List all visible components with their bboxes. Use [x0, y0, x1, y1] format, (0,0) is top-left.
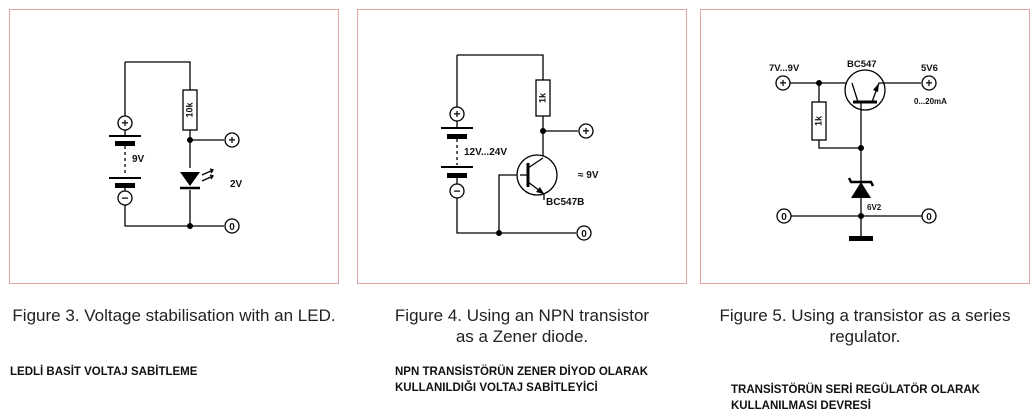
battery-plate-short	[115, 183, 135, 188]
figure-5-schematic: 7V...9V BC547 5V6 0...20mA + 1k + 6V2	[769, 59, 947, 241]
figure-3-panel: 10k + − 9V 2V + 0	[9, 9, 339, 284]
zener-diode-icon	[851, 182, 871, 198]
figure-5-note: TRANSİSTÖRÜN SERİ REGÜLATÖR OLARAK KULLA…	[731, 382, 980, 414]
ground-terminal-label: 0	[581, 229, 587, 240]
zener-label: 6V2	[867, 203, 882, 212]
figure-4-caption-line: Figure 4. Using an NPN transistor	[394, 306, 650, 325]
junction-dot	[187, 137, 193, 143]
figure-3-note: LEDLİ BASİT VOLTAJ SABİTLEME	[10, 366, 198, 378]
figure-4-note: NPN TRANSİSTÖRÜN ZENER DİYOD OLARAK KULL…	[395, 364, 648, 396]
battery-voltage-label: 9V	[132, 154, 145, 165]
battery-minus-sign: −	[121, 191, 128, 205]
figure-4-panel: 1k + − 12V...24V BC547B ≈ 9V + 0	[357, 9, 687, 284]
output-voltage-label: ≈ 9V	[578, 170, 599, 181]
input-plus-sign: +	[779, 76, 786, 90]
figure-5-caption: Figure 5. Using a transistor as a series…	[700, 305, 1030, 347]
led-light-arrows-icon	[201, 168, 215, 182]
output-ground-label: 0	[926, 212, 932, 223]
input-ground-label: 0	[781, 212, 787, 223]
chassis-plate	[849, 236, 873, 241]
resistor-label: 10k	[184, 102, 194, 118]
battery-plus-sign: +	[453, 107, 460, 121]
output-plus-terminal-icon	[578, 123, 594, 139]
junction-dot	[858, 213, 864, 219]
junction-dot	[816, 80, 822, 86]
battery-minus-sign: −	[453, 184, 460, 198]
emitter-arrow-icon	[536, 187, 544, 194]
figure-4-schematic: 1k + − 12V...24V BC547B ≈ 9V + 0	[441, 54, 599, 241]
battery-plate-short	[447, 173, 467, 178]
transistor-collector-lead	[527, 157, 544, 169]
output-voltage-label: 5V6	[921, 63, 938, 74]
battery-plus-sign: +	[121, 116, 128, 130]
current-label: 0...20mA	[914, 97, 947, 106]
figure-3-schematic: 10k + − 9V 2V + 0	[109, 61, 243, 234]
bottom-wire	[456, 198, 576, 234]
figure-3-caption: Figure 3. Voltage stabilisation with an …	[12, 306, 336, 325]
figure-4-note-line: KULLANILDIĞI VOLTAJ SABİTLEYİCİ	[395, 382, 598, 394]
ground-terminal-label: 0	[229, 222, 235, 233]
figure-5-caption-line: Figure 5. Using a transistor as a series	[719, 306, 1011, 325]
figure-4-caption: Figure 4. Using an NPN transistor as a Z…	[357, 305, 687, 347]
junction-dot	[496, 230, 502, 236]
resistor-label: 1k	[813, 115, 823, 126]
figure-5-note-line: TRANSİSTÖRÜN SERİ REGÜLATÖR OLARAK	[731, 384, 980, 396]
resistor-1k	[535, 79, 551, 117]
output-plus-sign: +	[582, 124, 589, 138]
battery-minus-icon	[449, 183, 465, 199]
figure-5-note-line: KULLANILMASI DEVRESİ	[731, 400, 871, 412]
junction-dot	[187, 223, 193, 229]
ground-terminal-icon	[576, 225, 592, 241]
output-plus-sign: +	[228, 133, 235, 147]
input-ground-terminal-icon	[776, 208, 792, 224]
led-voltage-label: 2V	[230, 179, 243, 190]
junction-dot	[540, 128, 546, 134]
transistor-label: BC547	[847, 59, 877, 70]
top-wire	[457, 54, 544, 80]
battery-minus-icon	[117, 190, 133, 206]
npn-transistor-icon	[844, 69, 886, 111]
top-wire	[125, 61, 191, 90]
figure-4-caption-line: as a Zener diode.	[455, 327, 589, 346]
figure-5-panel: 7V...9V BC547 5V6 0...20mA + 1k + 6V2	[700, 9, 1030, 284]
bottom-wire	[124, 205, 224, 227]
resistor-bottom-wire	[818, 140, 861, 149]
battery-plate-short	[447, 134, 467, 139]
output-ground-terminal-icon	[921, 208, 937, 224]
figure-4-note-line: NPN TRANSİSTÖRÜN ZENER DİYOD OLARAK	[395, 366, 649, 378]
input-voltage-label: 7V...9V	[769, 63, 800, 74]
transistor-collector-lead	[851, 82, 859, 103]
output-plus-terminal-icon	[224, 132, 240, 148]
emitter-arrow-icon	[873, 83, 879, 92]
led-icon	[180, 172, 200, 186]
battery-voltage-label: 12V...24V	[464, 147, 507, 158]
base-wire	[498, 174, 520, 233]
resistor-label: 1k	[537, 92, 547, 103]
output-plus-terminal-icon	[921, 75, 937, 91]
ground-terminal-icon	[224, 218, 240, 234]
transistor-label: BC547B	[546, 197, 584, 208]
resistor-10k	[182, 89, 198, 131]
figure-5-caption-line: regulator.	[829, 327, 901, 346]
battery-plate-short	[115, 141, 135, 146]
output-plus-sign: +	[925, 76, 932, 90]
zener-cathode-bar	[847, 177, 875, 187]
